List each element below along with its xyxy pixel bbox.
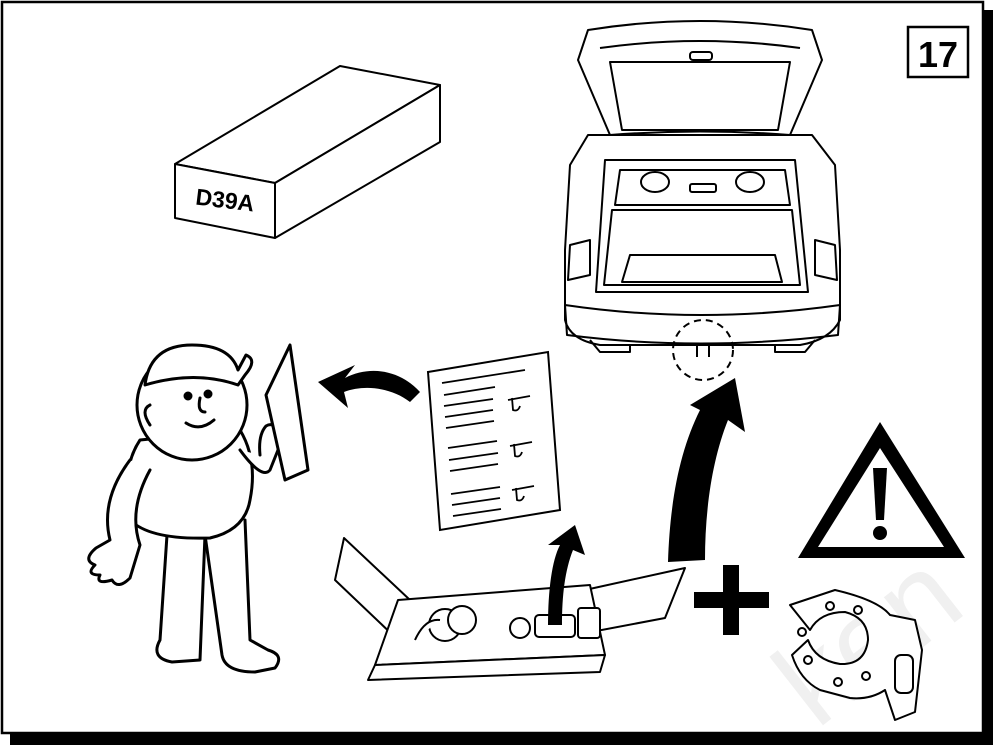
car-rear-open-tailgate-icon xyxy=(565,21,840,380)
instruction-sheet-icon xyxy=(428,352,560,530)
page-number-box: 17 xyxy=(908,27,968,77)
page-number: 17 xyxy=(918,34,958,75)
